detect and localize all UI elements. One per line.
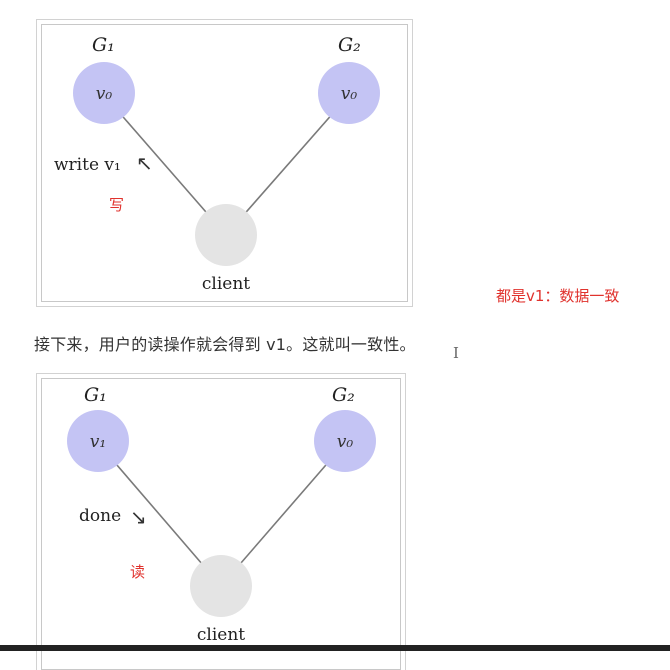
node-g2 (314, 410, 376, 472)
write-note: 写 (109, 196, 124, 214)
node-g1-label: G₁ (84, 384, 107, 406)
text-cursor-icon: I (453, 344, 459, 362)
node-g1-label: G₁ (92, 34, 115, 56)
done-action-label: done (79, 506, 121, 526)
node-client (195, 204, 257, 266)
node-g2-value: v₀ (337, 432, 354, 452)
done-arrow-icon: ↘ (130, 505, 147, 529)
node-client (190, 555, 252, 617)
node-g1 (73, 62, 135, 124)
write-arrow-icon: ↖ (136, 151, 153, 175)
explanation-text: 接下来，用户的读操作就会得到 v1。这就叫一致性。 (34, 335, 416, 354)
edge-g1-client (97, 442, 222, 587)
diagram-write-canvas: G₁ G₂ v₀ v₀ write v₁ ↖ 写 client (54, 34, 380, 294)
client-label: client (197, 625, 245, 645)
node-g2 (318, 62, 380, 124)
node-g2-label: G₂ (332, 384, 355, 406)
node-g2-label: G₂ (338, 34, 361, 56)
read-note: 读 (130, 563, 145, 581)
client-label: client (202, 274, 250, 294)
edge-g2-client (220, 442, 346, 587)
diagram-read: G₁ G₂ v₁ v₀ done ↘ 读 client (41, 378, 401, 670)
diagram-read-canvas: G₁ G₂ v₁ v₀ done ↘ 读 client (67, 384, 376, 645)
node-g1-value: v₀ (96, 84, 113, 104)
edge-g2-client (225, 94, 350, 236)
diagram-write: G₁ G₂ v₀ v₀ write v₁ ↖ 写 client (41, 24, 408, 302)
consistency-note: 都是v1：数据一致 (496, 287, 620, 305)
write-action-label: write v₁ (54, 155, 121, 175)
node-g1-value: v₁ (90, 432, 106, 452)
bottom-bar (0, 645, 670, 651)
node-g1 (67, 410, 129, 472)
node-g2-value: v₀ (341, 84, 358, 104)
